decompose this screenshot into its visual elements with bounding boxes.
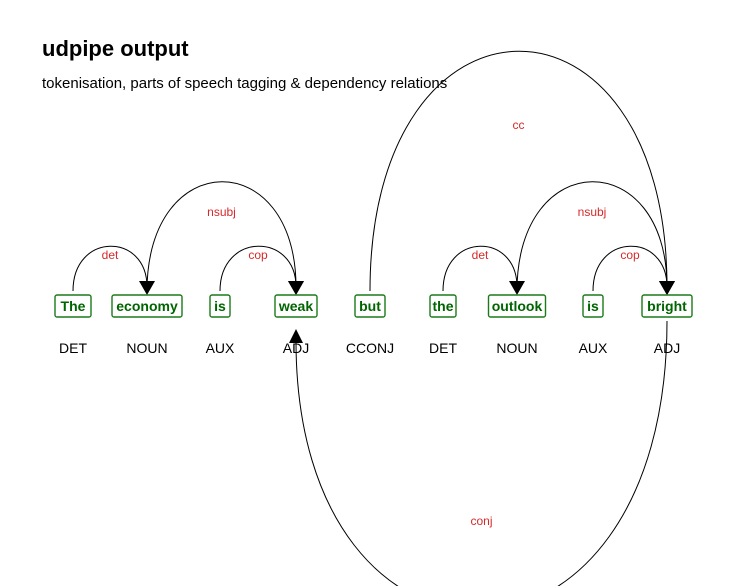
arrowhead: [659, 281, 675, 295]
pos-tag-2: AUX: [206, 340, 235, 356]
arc-nsubj: [516, 181, 668, 292]
token-7: is: [582, 294, 604, 318]
arrowhead: [289, 329, 303, 343]
pos-tag-8: ADJ: [654, 340, 680, 356]
token-text: economy: [116, 298, 178, 314]
token-text: outlook: [492, 298, 543, 314]
token-2: is: [209, 294, 231, 318]
token-box: [111, 294, 183, 318]
pos-tag-7: AUX: [579, 340, 608, 356]
token-text: the: [433, 298, 454, 314]
arc-cop: [219, 245, 297, 292]
diagram-subtitle: tokenisation, parts of speech tagging & …: [42, 75, 448, 92]
token-box: [582, 294, 604, 318]
token-5: the: [429, 294, 457, 318]
relation-label-nsubj: nsubj: [578, 205, 607, 219]
arc-nsubj: [146, 181, 297, 292]
pos-tag-6: NOUN: [496, 340, 537, 356]
token-box: [209, 294, 231, 318]
arrowhead: [288, 281, 304, 295]
arc-det: [442, 245, 518, 292]
token-4: but: [354, 294, 386, 318]
relation-label-det: det: [472, 248, 489, 262]
arc-cop: [592, 245, 668, 292]
arc-det: [72, 245, 148, 292]
token-1: economy: [111, 294, 183, 318]
token-text: is: [214, 298, 226, 314]
pos-tag-0: DET: [59, 340, 87, 356]
token-box: [487, 294, 547, 318]
arc-cc: [369, 50, 668, 292]
relation-label-cop: cop: [248, 248, 268, 262]
relation-label-conj: conj: [470, 514, 492, 528]
diagram-title: udpipe output: [42, 36, 189, 61]
pos-tag-1: NOUN: [126, 340, 167, 356]
token-6: outlook: [487, 294, 547, 318]
token-box: [354, 294, 386, 318]
relation-label-cc: cc: [513, 118, 525, 132]
relation-label-nsubj: nsubj: [207, 205, 236, 219]
token-text: but: [359, 298, 381, 314]
token-text: weak: [278, 298, 313, 314]
token-0: The: [54, 294, 92, 318]
relation-label-cop: cop: [620, 248, 640, 262]
token-8: bright: [641, 294, 693, 318]
pos-tag-4: CCONJ: [346, 340, 394, 356]
token-text: is: [587, 298, 599, 314]
pos-tag-3: ADJ: [283, 340, 309, 356]
relation-label-det: det: [102, 248, 119, 262]
token-box: [429, 294, 457, 318]
token-3: weak: [274, 294, 318, 318]
pos-tag-5: DET: [429, 340, 457, 356]
token-box: [54, 294, 92, 318]
token-box: [274, 294, 318, 318]
token-box: [641, 294, 693, 318]
token-text: bright: [647, 298, 687, 314]
token-text: The: [61, 298, 86, 314]
arc-conj: [295, 320, 668, 586]
